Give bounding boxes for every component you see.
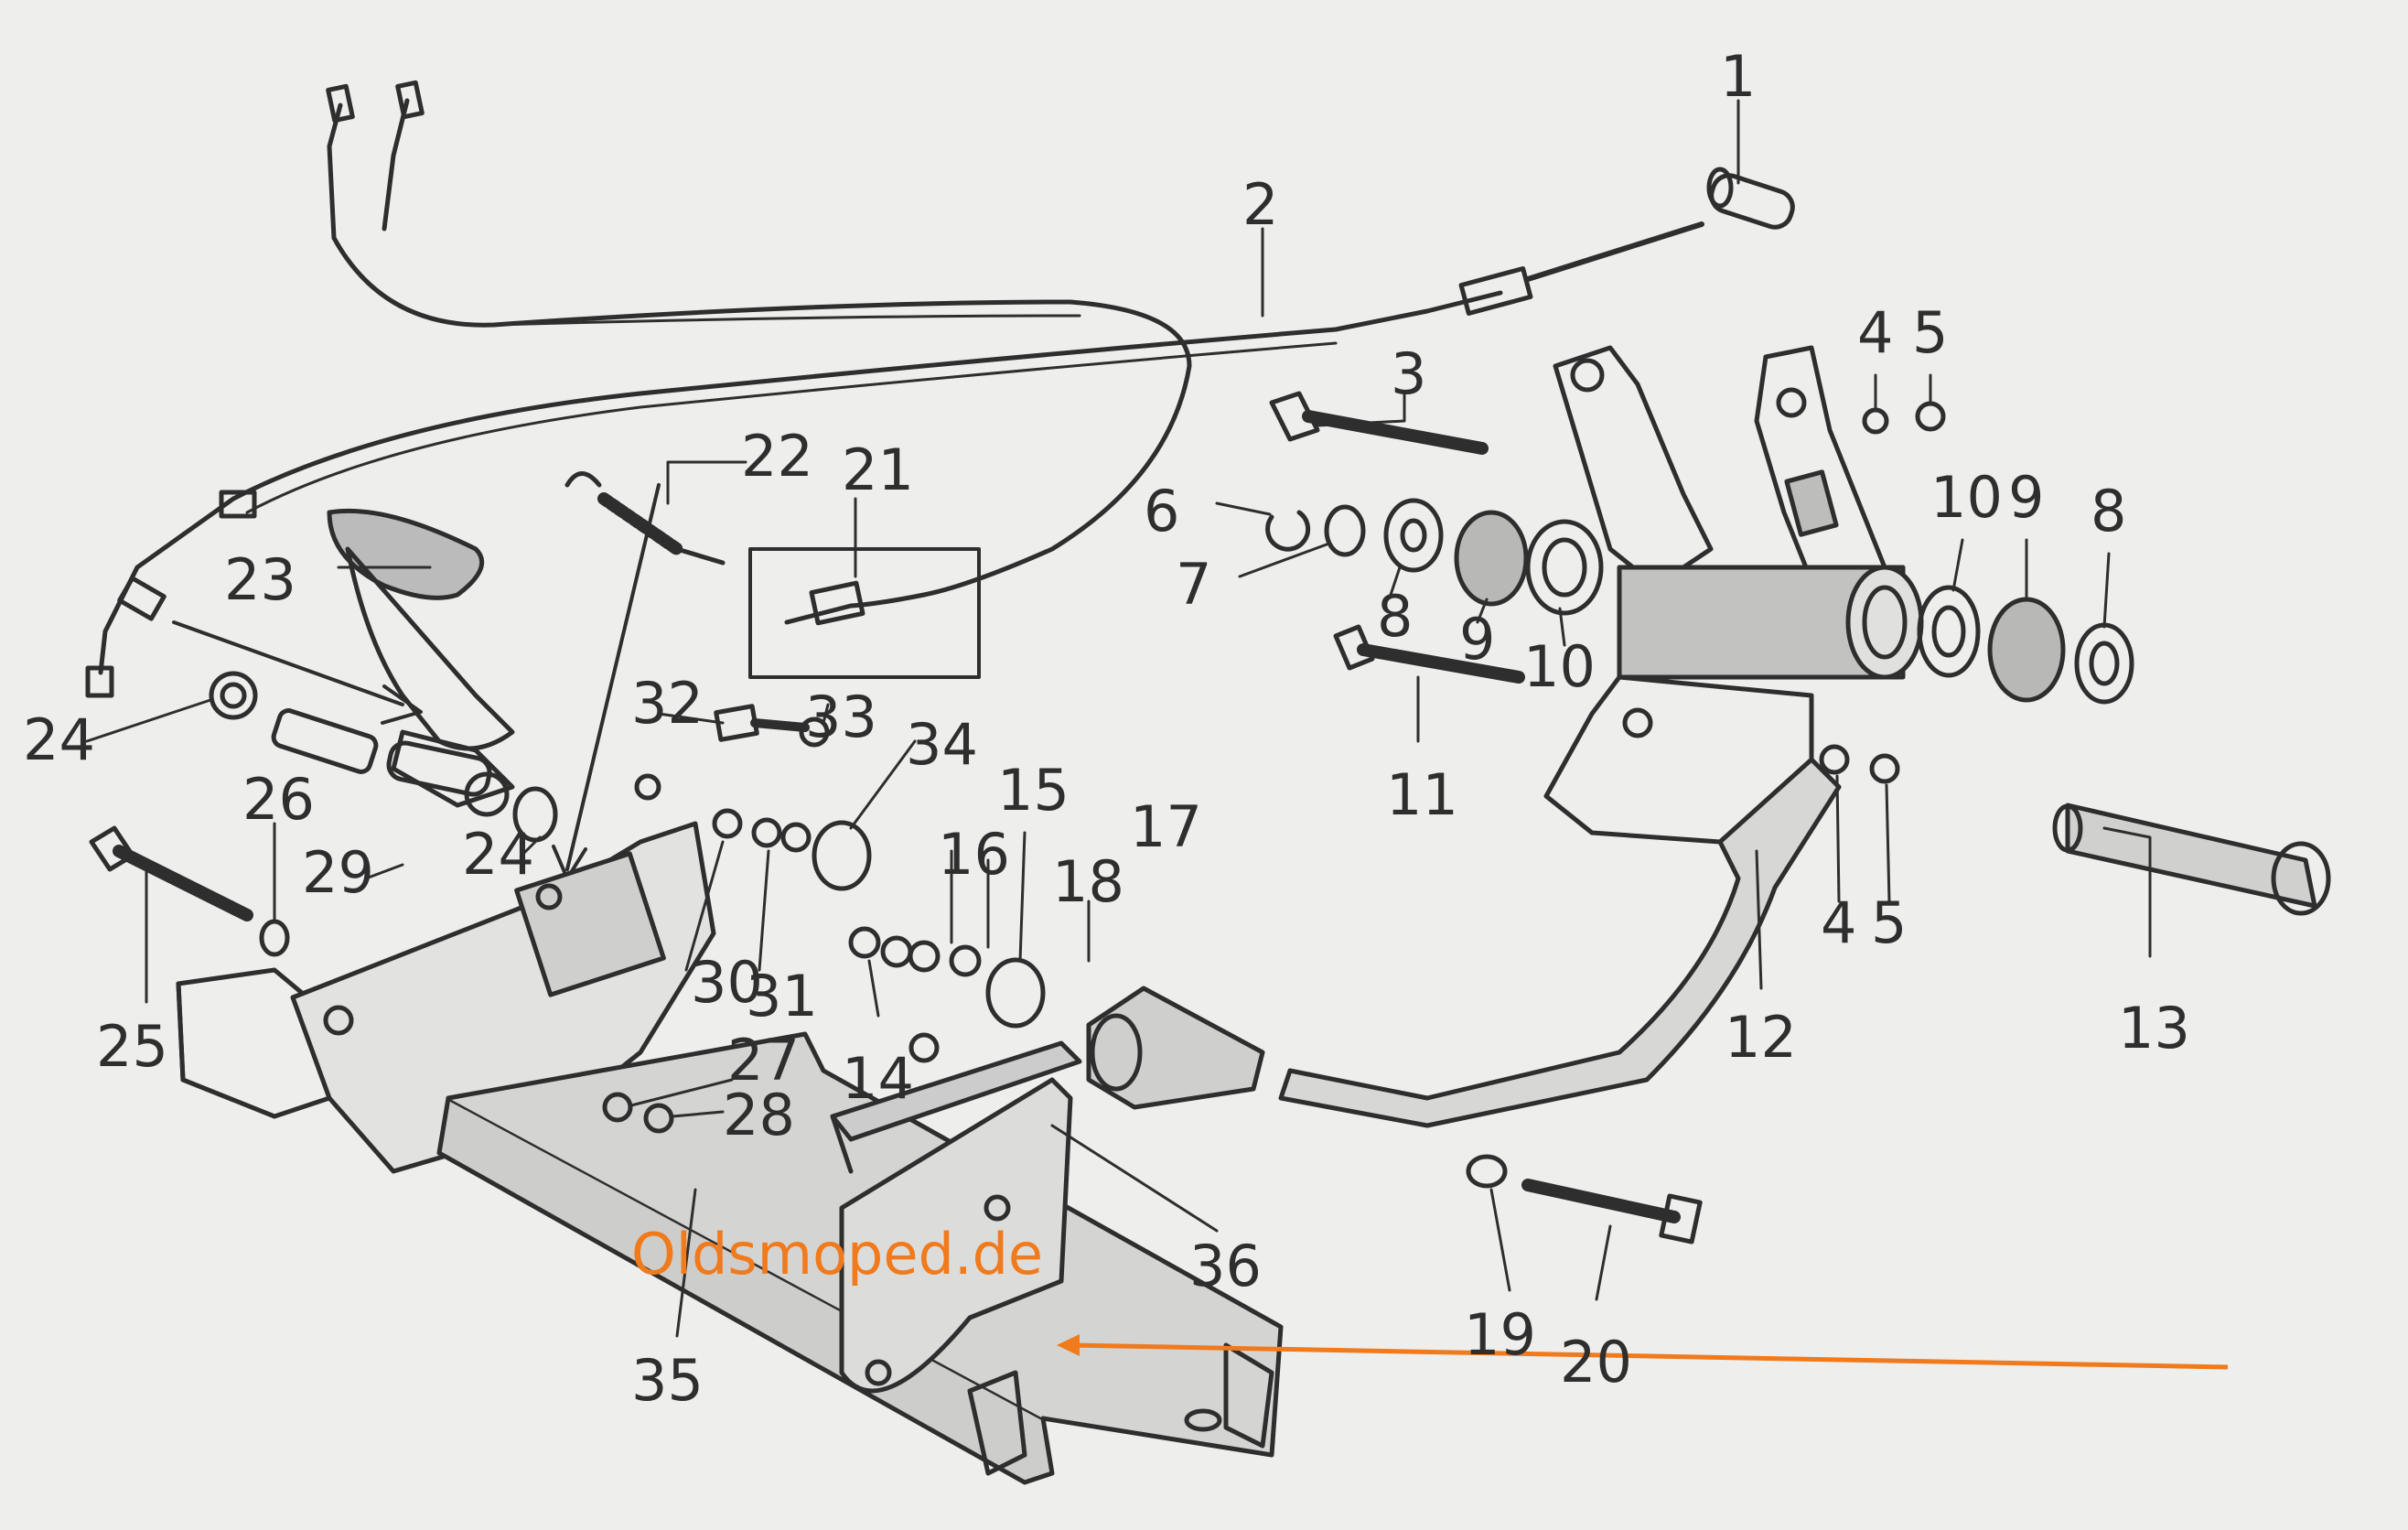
part-label-21: 21 — [842, 436, 914, 503]
part-label-9-right: 9 — [2008, 464, 2044, 531]
part-label-15: 15 — [997, 757, 1070, 824]
part-label-1: 1 — [1720, 43, 1756, 110]
part-label-30: 30 — [691, 949, 763, 1016]
part-21-box — [748, 547, 981, 679]
part-label-16: 16 — [938, 821, 1010, 888]
part-label-23: 23 — [224, 546, 296, 613]
part-label-10-right: 10 — [1930, 464, 2003, 531]
swing-bracket-12 — [1086, 345, 1924, 1128]
right-parts — [1265, 167, 2331, 1244]
cable-group — [85, 80, 1704, 698]
part-label-10: 10 — [1523, 633, 1596, 700]
part-label-12: 12 — [1725, 1004, 1797, 1071]
part-label-19: 19 — [1464, 1301, 1536, 1368]
part-label-22: 22 — [741, 423, 813, 490]
part-label-33: 33 — [805, 684, 877, 750]
part-label-32: 32 — [631, 670, 704, 737]
part-label-29: 29 — [302, 839, 374, 906]
part-label-11: 11 — [1386, 761, 1458, 828]
part-label-26: 26 — [242, 766, 315, 833]
pedal-assembly — [172, 471, 726, 880]
part-label-34: 34 — [906, 711, 978, 778]
part-label-28: 28 — [723, 1082, 795, 1148]
part-label-9: 9 — [1459, 606, 1495, 673]
part-label-25: 25 — [96, 1013, 168, 1080]
part-label-17: 17 — [1130, 793, 1202, 860]
part-label-18: 18 — [1052, 848, 1124, 915]
part-label-5-lower: 5 — [1871, 889, 1907, 956]
part-label-27: 27 — [727, 1027, 800, 1094]
watermark: Oldsmoped.de — [631, 1221, 1043, 1288]
part-label-24-left: 24 — [23, 706, 95, 773]
part-label-3: 3 — [1391, 340, 1426, 407]
part-label-4-lower: 4 — [1821, 889, 1856, 956]
part-label-13: 13 — [2118, 995, 2190, 1061]
part-label-7: 7 — [1176, 551, 1211, 618]
part-label-31: 31 — [746, 963, 818, 1029]
leader-lines — [85, 99, 2152, 1338]
orange-arrow — [1057, 1334, 2229, 1370]
part-label-35: 35 — [631, 1347, 704, 1414]
part-label-8-right: 8 — [2091, 478, 2126, 544]
part-label-36: 36 — [1189, 1233, 1262, 1299]
part-label-24-right: 24 — [462, 821, 534, 888]
part-label-4: 4 — [1857, 299, 1893, 366]
part-label-5: 5 — [1912, 299, 1948, 366]
part-label-20: 20 — [1560, 1329, 1632, 1395]
part-label-6: 6 — [1144, 478, 1179, 544]
part-label-2: 2 — [1242, 171, 1278, 238]
part-labels: 1 2 3 4 5 6 7 8 9 10 10 9 8 4 5 11 12 13… — [23, 43, 2190, 1414]
part-label-14: 14 — [842, 1045, 914, 1112]
part-label-8: 8 — [1377, 583, 1413, 650]
small-parts — [89, 704, 1046, 1134]
